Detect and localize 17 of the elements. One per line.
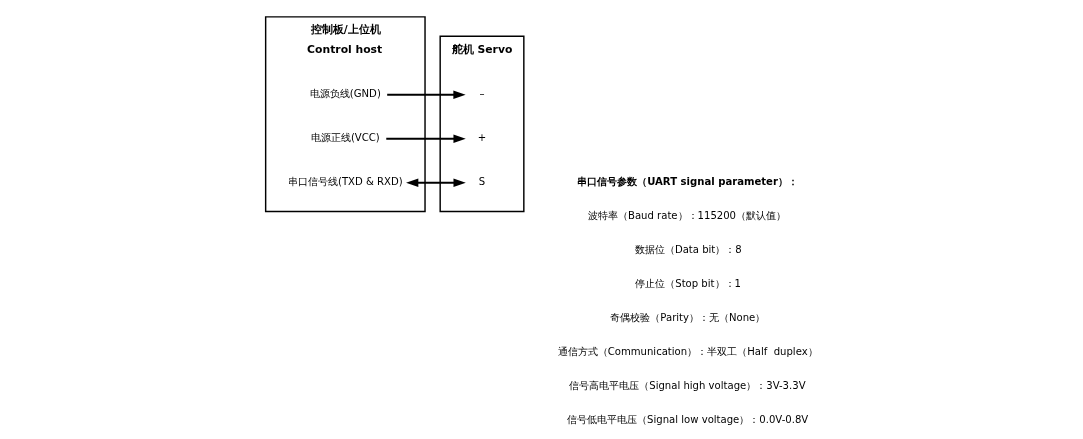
label: 停止位（Stop bit）：1: [635, 278, 741, 290]
label: 串口信号参数（UART signal parameter）：: [577, 175, 798, 187]
node-text: 串口信号线(TXD & RXD): [288, 176, 403, 188]
label: 通信方式（Communication）：半双工（Half duplex）: [557, 345, 818, 357]
node-text: –: [479, 88, 485, 100]
node-text: 电源正线(VCC): [310, 132, 380, 144]
arrow: [386, 134, 466, 144]
arrow: [406, 178, 466, 188]
label: 数据位（Data bit）：8: [634, 244, 742, 256]
node-text: S: [478, 176, 486, 188]
label: 波特率（Baud rate）：115200（默认值）: [588, 210, 787, 222]
label: 信号低电平电压（Signal low voltage）：0.0V-0.8V: [567, 413, 809, 425]
label: 信号高电平电压（Signal high voltage）：3V-3.3V: [569, 379, 806, 391]
arrow: [387, 90, 466, 100]
node-text: +: [477, 132, 487, 144]
label: 奇偶校验（Parity）：无（None）: [610, 311, 766, 323]
node-text: 电源负线(GND): [309, 88, 381, 100]
